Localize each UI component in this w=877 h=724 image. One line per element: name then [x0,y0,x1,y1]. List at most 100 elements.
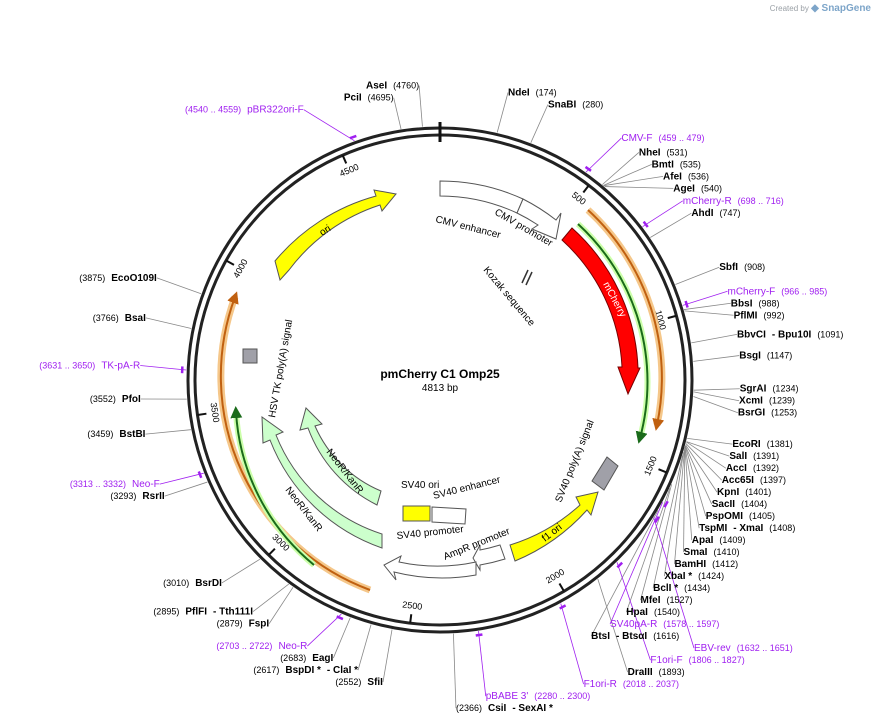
site-label[interactable]: NdeI(174) [508,88,557,99]
site-label[interactable]: SnaBI(280) [548,100,603,111]
enzyme-name: PciI [344,93,362,104]
site-position: (3552) [90,394,116,404]
site-label[interactable]: PspOMI(1405) [706,511,775,522]
site-label[interactable]: BamHI(1412) [674,559,738,570]
feature-ampr-promoter[interactable] [472,544,506,572]
site-leader [684,445,713,505]
plasmid-size: 4813 bp [422,383,459,394]
site-label[interactable]: BclI *(1434) [653,583,710,594]
feature-neor-kanr-inner[interactable] [299,407,382,506]
brand-prefix: Created by [769,4,809,13]
site-label[interactable]: BtsI- BtsαI(1616) [591,631,679,642]
feature-sv40-ori[interactable] [402,505,431,522]
site-label[interactable]: (2895)PflFI- Tth111I [153,607,253,618]
site-leader [684,447,693,541]
feature-neor-kanr-outer[interactable] [261,416,383,549]
enzyme-name: Acc65I [722,475,754,486]
feature-sv40-polya[interactable] [591,456,619,491]
feature-sv40-promoter[interactable] [383,554,477,581]
site-label[interactable]: NheI(531) [639,147,688,158]
primer-leader [307,613,342,647]
site-position: (1401) [745,487,771,497]
feature-cmv-promoter[interactable] [516,198,562,240]
site-label[interactable]: (3459)BstBI [87,429,145,440]
site-label[interactable]: (2879)FspI [217,619,270,630]
enzyme-name: BtsI [591,631,610,642]
site-label[interactable]: AfeI(536) [663,171,709,182]
site-label[interactable]: BsrGI(1253) [738,408,797,419]
site-label[interactable]: SacII(1404) [712,499,767,510]
feature-f1-ori[interactable] [509,491,599,562]
site-label[interactable]: (3766)BsaI [93,313,146,324]
site-label[interactable]: AgeI(540) [673,183,722,194]
enzyme-name: SacII [712,499,736,510]
site-label[interactable]: ApaI(1409) [692,535,746,546]
site-label[interactable]: XbaI *(1424) [664,571,724,582]
primer-leader [642,200,684,228]
site-label[interactable]: (3293)RsrII [110,491,164,502]
site-label[interactable]: PciI(4695) [344,93,394,104]
site-position: (2617) [253,665,279,675]
site-label[interactable]: AhdI(747) [691,208,740,219]
primer-label[interactable]: CMV-F(459 .. 479) [621,133,704,144]
site-label[interactable]: AseI(4760) [366,81,419,92]
primer-leader [159,472,204,485]
site-leader [597,578,629,673]
primer-leader [140,365,187,371]
primer-label[interactable]: (4540 .. 4559)pBR322ori-F [185,105,304,116]
site-label[interactable]: BmtI(535) [652,159,701,170]
site-position: (1540) [654,607,680,617]
site-position: (531) [667,147,688,157]
enzyme-name-2: - Bpu10I [772,329,812,340]
primer-label[interactable]: (3631 .. 3650)TK-pA-R [39,360,140,371]
primer-label[interactable]: F1ori-R(2018 .. 2037) [584,679,679,690]
primer-label[interactable]: (2703 .. 2722)Neo-R [216,641,307,652]
feature-hsv-tk-polya[interactable] [242,348,258,364]
site-label[interactable]: DraIII(1893) [628,667,685,678]
primer-label[interactable]: F1ori-F(1806 .. 1827) [650,655,744,666]
site-position: (1391) [753,451,779,461]
enzyme-name: SalI [729,451,747,462]
primer-leader [303,109,355,142]
site-label[interactable]: AccI(1392) [726,463,779,474]
enzyme-name: NdeI [508,88,530,99]
site-label[interactable]: BbvCI- Bpu10I(1091) [737,329,843,340]
site-label[interactable]: TspMI- XmaI(1408) [699,523,795,534]
feature-sv40-enhancer[interactable] [431,506,467,525]
site-label[interactable]: SbfI(908) [719,262,765,273]
site-label[interactable]: (3010)BsrDI [163,578,222,589]
site-label[interactable]: (2617)BspDI *- ClaI * [253,665,358,676]
site-label[interactable]: PflMI(992) [734,310,785,321]
site-position: (1392) [753,463,779,473]
primer-label[interactable]: EBV-rev(1632 .. 1651) [694,643,793,654]
site-label[interactable]: XcmI(1239) [739,396,795,407]
site-label[interactable]: BsgI(1147) [739,351,792,362]
feature-cmv-enhancer[interactable] [439,180,524,214]
feature-ori[interactable] [274,189,397,282]
site-label[interactable]: Acc65I(1397) [722,475,786,486]
site-label[interactable]: SmaI(1410) [684,547,740,558]
site-position: (1381) [767,439,793,449]
enzyme-name: PflFI [185,607,207,618]
label-sv40-promoter: SV40 promoter [396,524,465,542]
primer-label[interactable]: SV40pA-R(1578 .. 1597) [610,619,719,630]
primer-label[interactable]: mCherry-R(698 .. 716) [683,196,784,207]
site-label[interactable]: MfeI(1527) [641,595,693,606]
site-label[interactable]: HpaI(1540) [626,607,680,618]
primer-label[interactable]: mCherry-F(966 .. 985) [727,286,827,297]
site-label[interactable]: SalI (1391) [729,451,779,462]
site-label[interactable]: (2683)EagI [280,653,333,664]
site-label[interactable]: SgrAI(1234) [740,384,799,395]
site-label[interactable]: (3875)EcoO109I [79,273,157,284]
feature-mcherry[interactable] [561,227,641,396]
site-label[interactable]: KpnI(1401) [717,487,771,498]
site-label[interactable]: (2366)CsiI- SexAI * [456,703,553,714]
site-label[interactable]: (3552)PfoI [90,394,141,405]
label-kozak: Kozak sequence [481,265,537,329]
enzyme-name: SfiI [367,677,383,688]
primer-label[interactable]: (3313 .. 3332)Neo-F [70,479,160,490]
site-label[interactable]: BbsI(988) [731,298,780,309]
primer-label[interactable]: pBABE 3'(2280 .. 2300) [486,691,591,702]
site-label[interactable]: (2552)SfiI [335,677,383,688]
site-label[interactable]: EcoRI(1381) [732,439,792,450]
